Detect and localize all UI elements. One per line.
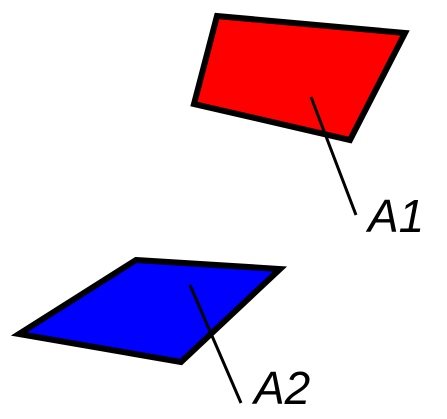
red-parallelogram-a1 [190, 12, 410, 144]
blue-parallelogram-a2 [10, 256, 288, 366]
leader-line-a1 [309, 96, 358, 216]
leader-line-a2 [188, 284, 243, 404]
label-a1: A1 [365, 190, 424, 242]
label-a2: A2 [251, 362, 310, 414]
